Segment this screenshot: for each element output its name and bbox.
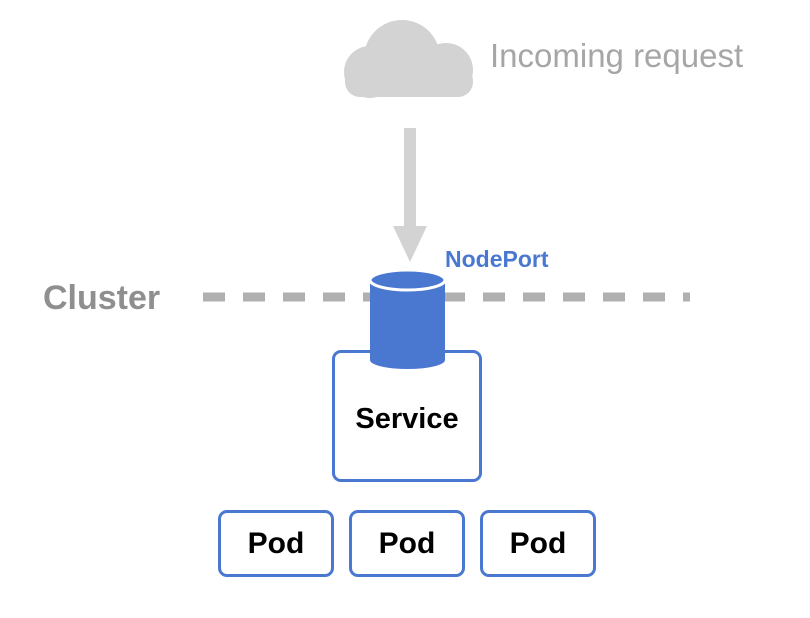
pod-label: Pod (247, 526, 305, 560)
pod-box: Pod (218, 510, 334, 577)
pod-box: Pod (349, 510, 465, 577)
pod-box: Pod (480, 510, 596, 577)
pod-label: Pod (509, 526, 567, 560)
service-box: Service (332, 350, 482, 482)
nodeport-label: NodePort (445, 246, 549, 272)
pod-label: Pod (378, 526, 436, 560)
service-label: Service (355, 402, 459, 435)
cluster-label: Cluster (43, 279, 161, 317)
incoming-request-label: Incoming request (490, 37, 744, 74)
